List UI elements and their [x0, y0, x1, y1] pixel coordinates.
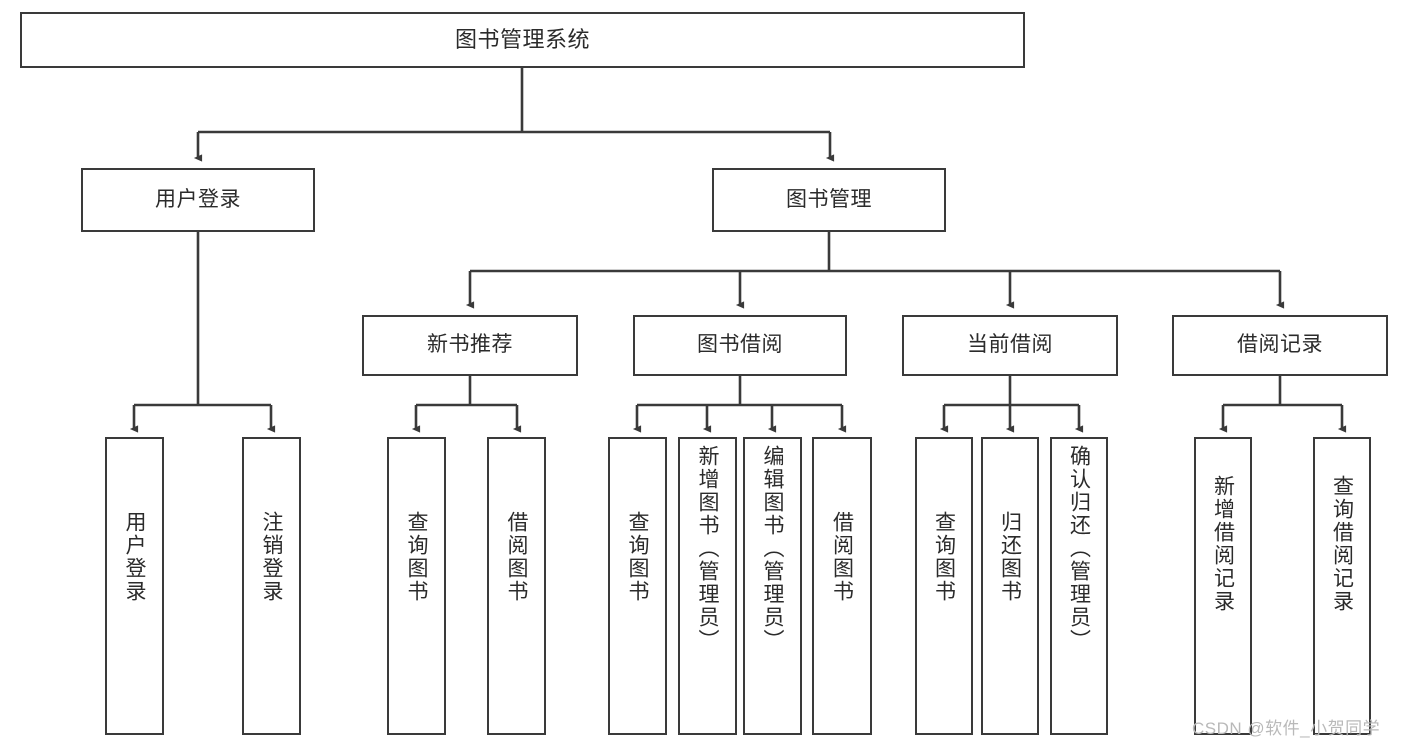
node-leaf-query-borrow-record[interactable]: 查询借阅记录: [1313, 437, 1371, 735]
node-new-book-recommend-label: 新书推荐: [427, 333, 513, 357]
node-leaf-query-book-rec-label: 查询图书: [405, 511, 428, 603]
node-leaf-borrow-book-rec[interactable]: 借阅图书: [487, 437, 546, 735]
node-leaf-edit-book-admin[interactable]: 编辑图书（管理员）: [743, 437, 802, 735]
node-leaf-add-book-admin-label: 新增图书（管理员）: [696, 445, 719, 652]
node-book-borrow[interactable]: 图书借阅: [633, 315, 847, 376]
node-root[interactable]: 图书管理系统: [20, 12, 1025, 68]
node-leaf-borrow-book[interactable]: 借阅图书: [812, 437, 872, 735]
node-leaf-add-book-admin[interactable]: 新增图书（管理员）: [678, 437, 737, 735]
node-borrow-record[interactable]: 借阅记录: [1172, 315, 1388, 376]
node-leaf-borrow-book-rec-label: 借阅图书: [505, 511, 528, 603]
node-leaf-query-borrow-record-label: 查询借阅记录: [1330, 475, 1354, 613]
node-leaf-query-book-borrow-label: 查询图书: [626, 511, 649, 603]
node-user-login-label: 用户登录: [155, 187, 241, 211]
node-leaf-confirm-return-admin-label: 确认归还（管理员）: [1067, 445, 1091, 652]
node-book-manage-label: 图书管理: [786, 187, 872, 211]
node-leaf-confirm-return-admin[interactable]: 确认归还（管理员）: [1050, 437, 1108, 735]
node-leaf-borrow-book-label: 借阅图书: [830, 511, 854, 603]
node-leaf-user-logout[interactable]: 注销登录: [242, 437, 301, 735]
node-user-login[interactable]: 用户登录: [81, 168, 315, 232]
node-book-manage[interactable]: 图书管理: [712, 168, 946, 232]
node-book-borrow-label: 图书借阅: [697, 333, 783, 357]
node-leaf-query-book-rec[interactable]: 查询图书: [387, 437, 446, 735]
node-leaf-edit-book-admin-label: 编辑图书（管理员）: [761, 445, 784, 652]
node-root-label: 图书管理系统: [454, 27, 590, 53]
node-leaf-user-login[interactable]: 用户登录: [105, 437, 164, 735]
node-leaf-query-book-borrow[interactable]: 查询图书: [608, 437, 667, 735]
node-leaf-user-login-label: 用户登录: [123, 511, 146, 603]
node-new-book-recommend[interactable]: 新书推荐: [362, 315, 578, 376]
node-leaf-user-logout-label: 注销登录: [260, 511, 283, 603]
node-leaf-return-book[interactable]: 归还图书: [981, 437, 1039, 735]
node-leaf-query-book-current-label: 查询图书: [932, 511, 956, 603]
node-leaf-return-book-label: 归还图书: [998, 511, 1022, 603]
node-leaf-add-borrow-record-label: 新增借阅记录: [1211, 475, 1235, 613]
node-current-borrow-label: 当前借阅: [967, 333, 1053, 357]
node-current-borrow[interactable]: 当前借阅: [902, 315, 1118, 376]
node-leaf-add-borrow-record[interactable]: 新增借阅记录: [1194, 437, 1252, 735]
node-leaf-query-book-current[interactable]: 查询图书: [915, 437, 973, 735]
node-borrow-record-label: 借阅记录: [1237, 333, 1323, 357]
